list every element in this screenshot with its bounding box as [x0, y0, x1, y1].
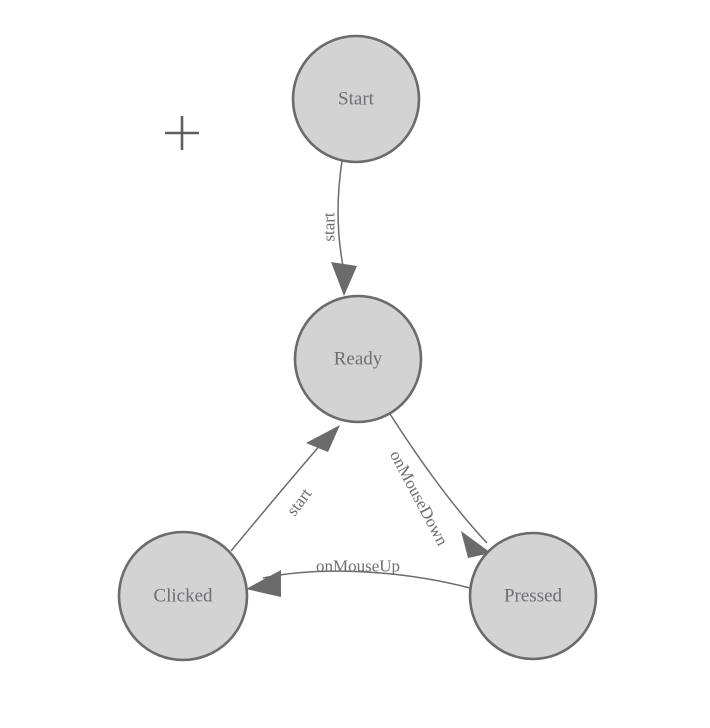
- edge-clicked-to-ready-arrowhead: [306, 425, 340, 452]
- edge-ready-to-pressed[interactable]: onMouseDown: [386, 413, 491, 558]
- edge-clicked-to-ready-label: start: [283, 484, 316, 519]
- node-start[interactable]: Start: [291, 34, 421, 164]
- edge-pressed-to-clicked[interactable]: onMouseUp: [246, 557, 471, 598]
- edge-start-to-ready[interactable]: start: [320, 160, 358, 296]
- edge-pressed-to-clicked-arrowhead: [246, 570, 281, 597]
- plus-marker-icon: [165, 116, 199, 150]
- node-ready-circle[interactable]: [293, 294, 423, 424]
- edge-start-to-ready-path: [337, 160, 346, 277]
- node-pressed[interactable]: Pressed: [468, 531, 598, 661]
- node-ready-label: Ready: [334, 349, 383, 370]
- edge-start-to-ready-label: start: [320, 212, 339, 242]
- edge-ready-to-pressed-label: onMouseDown: [386, 447, 452, 549]
- node-start-circle[interactable]: [291, 34, 421, 164]
- node-ready[interactable]: Ready: [293, 294, 423, 424]
- edge-clicked-to-ready[interactable]: start: [230, 425, 340, 552]
- node-clicked-label: Clicked: [153, 586, 213, 607]
- node-pressed-circle[interactable]: [468, 531, 598, 661]
- node-clicked[interactable]: Clicked: [117, 530, 249, 662]
- node-start-label: Start: [338, 89, 375, 110]
- edge-start-to-ready-arrowhead: [331, 262, 357, 296]
- edge-pressed-to-clicked-label: onMouseUp: [316, 557, 400, 576]
- node-clicked-circle[interactable]: [117, 530, 249, 662]
- edge-ready-to-pressed-arrowhead: [461, 531, 491, 558]
- edge-clicked-to-ready-path: [230, 442, 323, 552]
- edge-pressed-to-clicked-path: [262, 570, 471, 589]
- node-pressed-label: Pressed: [504, 586, 563, 607]
- edge-ready-to-pressed-path: [389, 413, 488, 544]
